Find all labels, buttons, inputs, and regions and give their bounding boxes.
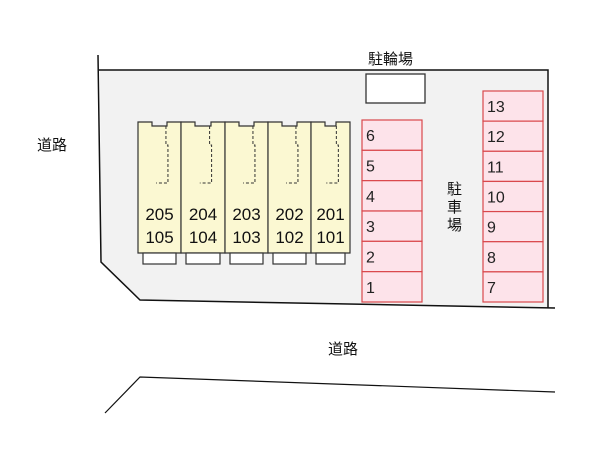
parking-space-5: 5 bbox=[361, 149, 423, 182]
lot-boundary-top bbox=[99, 69, 549, 308]
parking-space-number: 5 bbox=[366, 159, 375, 176]
road-label-left: 道路 bbox=[37, 136, 68, 154]
parking-space-4: 4 bbox=[361, 180, 423, 212]
stair-outline bbox=[243, 126, 256, 184]
parking-space-outline bbox=[482, 271, 544, 303]
parking-space-7: 7 bbox=[482, 271, 544, 303]
parking-space-outline bbox=[482, 210, 544, 243]
bicycle-parking-box bbox=[365, 73, 426, 104]
stair-outline bbox=[156, 126, 169, 184]
parking-space-number: 7 bbox=[487, 280, 496, 297]
stair-outline bbox=[286, 126, 299, 184]
unit-number-lower: 103 bbox=[232, 228, 260, 247]
stair-outline bbox=[326, 126, 339, 184]
parking-space-6: 6 bbox=[361, 119, 423, 151]
parking-space-number: 11 bbox=[487, 159, 504, 176]
stair-outline bbox=[199, 126, 213, 184]
bicycle-parking-label: 駐輪場 bbox=[368, 50, 414, 68]
parking-space-number: 4 bbox=[366, 189, 375, 206]
balcony bbox=[142, 252, 177, 265]
parking-space-outline bbox=[361, 271, 423, 303]
parking-space-outline bbox=[482, 150, 544, 183]
parking-space-number: 10 bbox=[487, 190, 505, 207]
unit-number-upper: 201 bbox=[316, 205, 344, 224]
parking-space-12: 12 bbox=[482, 120, 544, 152]
balcony bbox=[185, 252, 221, 265]
parking-space-outline bbox=[361, 119, 423, 151]
parking-space-number: 12 bbox=[487, 129, 505, 146]
parking-space-outline bbox=[482, 241, 544, 273]
balcony bbox=[272, 252, 307, 265]
parking-space-number: 2 bbox=[366, 250, 375, 267]
unit-number-lower: 104 bbox=[189, 228, 217, 247]
parking-space-1: 1 bbox=[361, 271, 423, 303]
parking-space-number: 3 bbox=[366, 219, 375, 236]
parking-space-number: 1 bbox=[366, 280, 375, 297]
parking-space-outline bbox=[361, 240, 423, 273]
parking-label-char: 駐 bbox=[447, 180, 463, 198]
parking-space-9: 9 bbox=[482, 210, 544, 243]
parking-space-outline bbox=[361, 180, 423, 212]
unit-number-lower: 102 bbox=[275, 228, 303, 247]
parking-space-3: 3 bbox=[361, 210, 423, 242]
balcony bbox=[315, 252, 346, 265]
parking-space-8: 8 bbox=[482, 241, 544, 273]
parking-space-number: 8 bbox=[487, 250, 496, 267]
parking-space-number: 6 bbox=[366, 128, 375, 145]
unit-number-upper: 202 bbox=[275, 205, 303, 224]
parking-space-number: 13 bbox=[487, 99, 505, 116]
unit-number-upper: 204 bbox=[189, 205, 217, 224]
lot-boundary bbox=[97, 54, 556, 309]
road-label-bottom: 道路 bbox=[328, 340, 359, 358]
parking-label-char: 車 bbox=[447, 198, 463, 216]
unit-number-upper: 203 bbox=[232, 205, 260, 224]
balcony bbox=[229, 252, 264, 265]
parking-label: 駐 車 場 bbox=[447, 180, 462, 234]
parking-space-2: 2 bbox=[361, 240, 423, 273]
road-edge bbox=[104, 376, 556, 414]
parking-space-outline bbox=[482, 90, 544, 122]
unit-number-lower: 105 bbox=[145, 228, 173, 247]
parking-space-number: 9 bbox=[487, 220, 496, 237]
unit-number-lower: 101 bbox=[316, 228, 344, 247]
parking-space-10: 10 bbox=[482, 180, 544, 213]
parking-space-13: 13 bbox=[482, 90, 544, 122]
parking-label-char: 場 bbox=[447, 216, 463, 234]
parking-space-11: 11 bbox=[482, 150, 544, 183]
unit-number-upper: 205 bbox=[145, 205, 173, 224]
